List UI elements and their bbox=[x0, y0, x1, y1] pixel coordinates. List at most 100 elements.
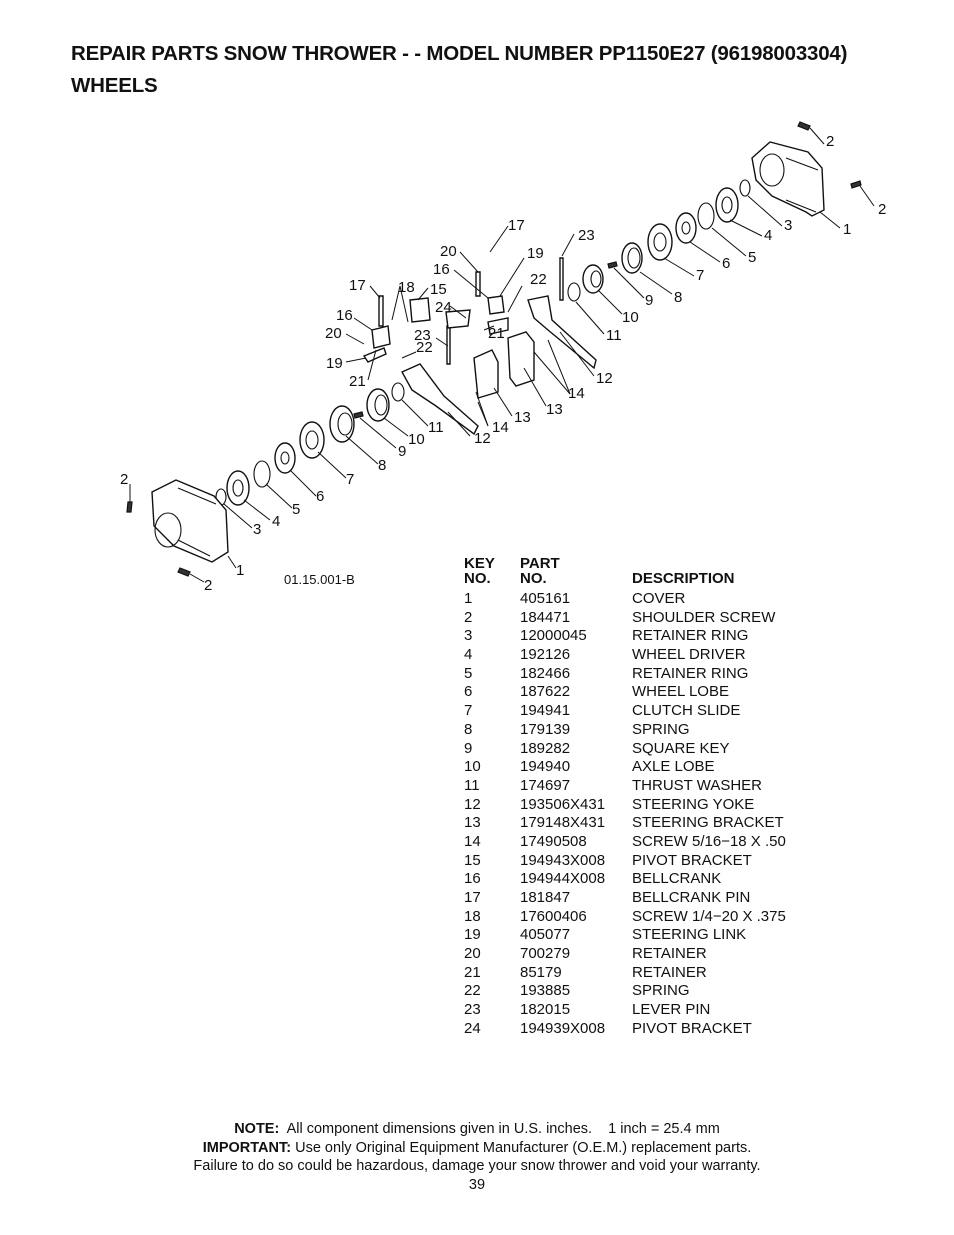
callout-labels: 2 2 1 3 4 5 6 7 8 9 10 11 12 14 13 23 22… bbox=[120, 133, 886, 594]
callout-13: 13 bbox=[546, 401, 563, 418]
callout-6: 6 bbox=[722, 255, 730, 272]
callout-17: 17 bbox=[508, 217, 525, 234]
callout-2: 2 bbox=[204, 577, 212, 594]
part-number-cell: 179139 bbox=[520, 720, 571, 738]
key-cell: 2 bbox=[464, 608, 473, 626]
part-number-cell: 187622 bbox=[520, 683, 571, 701]
key-cell: 4 bbox=[464, 646, 473, 664]
callout-5: 5 bbox=[292, 501, 300, 518]
part-number-cell: 194940 bbox=[520, 758, 571, 776]
callout-16: 16 bbox=[433, 261, 450, 278]
callout-21: 21 bbox=[488, 325, 505, 342]
part-number-cell: 700279 bbox=[520, 945, 571, 963]
center-lever-pin bbox=[446, 325, 451, 365]
description-cell: PIVOT BRACKET bbox=[632, 1019, 752, 1037]
center-steering-yoke bbox=[401, 363, 479, 436]
description-cell: RETAINER RING bbox=[632, 627, 749, 645]
title-line-1: REPAIR PARTS SNOW THROWER - - MODEL NUMB… bbox=[71, 42, 848, 65]
description-cell: SPRING bbox=[632, 720, 690, 738]
left-square-key bbox=[353, 411, 364, 419]
description-cell: BELLCRANK bbox=[632, 870, 722, 888]
footer-notes: NOTE: All component dimensions given in … bbox=[0, 1120, 954, 1194]
part-number-cell: 85179 bbox=[520, 963, 562, 981]
description-cell: LEVER PIN bbox=[632, 1001, 711, 1019]
callout-4: 4 bbox=[272, 513, 280, 530]
callout-13: 13 bbox=[514, 409, 531, 426]
callout-12: 12 bbox=[474, 430, 491, 447]
part-number-cell: 405161 bbox=[520, 590, 571, 607]
important-text: Use only Original Equipment Manufacturer… bbox=[291, 1139, 752, 1156]
important-line: IMPORTANT: Use only Original Equipment M… bbox=[0, 1139, 954, 1158]
key-header-top: KEY bbox=[464, 555, 495, 572]
callout-20: 20 bbox=[325, 325, 342, 342]
key-cell: 9 bbox=[464, 739, 473, 757]
note-label: NOTE: bbox=[234, 1121, 280, 1137]
callout-19: 19 bbox=[326, 355, 343, 372]
left-thrust-washer bbox=[391, 382, 405, 402]
right-wheel-driver bbox=[715, 187, 739, 223]
callout-6: 6 bbox=[316, 488, 324, 505]
description-cell: STEERING BRACKET bbox=[632, 814, 784, 832]
right-cover-part bbox=[751, 141, 825, 217]
callout-24: 24 bbox=[435, 299, 452, 316]
callout-12: 12 bbox=[596, 370, 613, 387]
center-steering-bracket bbox=[473, 349, 499, 399]
left-wheel-lobe bbox=[274, 442, 296, 474]
left-retainer-ring-2 bbox=[253, 460, 271, 488]
callout-2: 2 bbox=[826, 133, 834, 150]
callout-21: 21 bbox=[349, 373, 366, 390]
left-axle-lobe bbox=[366, 388, 390, 422]
part-number-cell: 12000045 bbox=[520, 627, 587, 645]
warning-line: Failure to do so could be hazardous, dam… bbox=[193, 1158, 761, 1174]
part-number-cell: 182015 bbox=[520, 1001, 571, 1019]
center-pivot-bracket bbox=[445, 309, 471, 329]
part-number-cell: 17490508 bbox=[520, 832, 587, 850]
part-header-bottom: NO. bbox=[520, 570, 547, 587]
part-number-cell: 194943X008 bbox=[520, 851, 606, 869]
callout-5: 5 bbox=[748, 249, 756, 266]
left-bellcrank-pin bbox=[378, 295, 384, 327]
key-cell: 13 bbox=[464, 814, 481, 832]
description-cell: RETAINER bbox=[632, 963, 707, 981]
description-cell: SQUARE KEY bbox=[632, 739, 730, 757]
part-number-cell: 182466 bbox=[520, 664, 571, 682]
callout-22: 22 bbox=[530, 271, 547, 288]
part-number-cell: 179148X431 bbox=[520, 814, 606, 832]
left-wheel-driver bbox=[226, 470, 250, 506]
key-cell: 6 bbox=[464, 683, 473, 701]
key-cell: 10 bbox=[464, 758, 481, 776]
description-cell: STEERING LINK bbox=[632, 926, 747, 944]
important-label: IMPORTANT: bbox=[202, 1139, 292, 1156]
left-shoulder-screw-top bbox=[126, 501, 133, 513]
note-line: NOTE: All component dimensions given in … bbox=[0, 1120, 954, 1139]
description-cell: SPRING bbox=[632, 982, 690, 1000]
right-square-key bbox=[607, 261, 618, 269]
key-cell: 5 bbox=[464, 664, 473, 682]
key-cell: 17 bbox=[464, 889, 481, 906]
callout-19: 19 bbox=[527, 245, 544, 262]
key-cell: 23 bbox=[464, 1001, 481, 1019]
right-retainer-ring-2 bbox=[697, 202, 715, 230]
description-cell: BELLCRANK PIN bbox=[632, 889, 751, 906]
part-number-cell: 17600406 bbox=[520, 907, 587, 925]
description-cell: SCREW 5/16−18 X .50 bbox=[632, 832, 786, 850]
right-axle-lobe bbox=[582, 264, 604, 294]
description-cell: CLUTCH SLIDE bbox=[632, 702, 741, 720]
callout-9: 9 bbox=[398, 443, 406, 460]
key-cell: 19 bbox=[464, 926, 481, 944]
callout-11: 11 bbox=[428, 419, 444, 436]
key-cell: 7 bbox=[464, 702, 473, 720]
part-number-cell: 174697 bbox=[520, 776, 571, 794]
right-clutch-slide bbox=[647, 223, 673, 261]
description-header: DESCRIPTION bbox=[632, 570, 735, 587]
description-cell: SHOULDER SCREW bbox=[632, 608, 776, 626]
part-number-cell: 405077 bbox=[520, 926, 571, 944]
description-cell: WHEEL LOBE bbox=[632, 683, 729, 701]
page-number: 39 bbox=[468, 1176, 486, 1193]
key-cell: 15 bbox=[464, 851, 481, 869]
callout-16: 16 bbox=[336, 307, 353, 324]
callout-11: 11 bbox=[606, 327, 622, 344]
callout-10: 10 bbox=[408, 431, 425, 448]
left-pivot-bracket bbox=[409, 297, 431, 323]
description-cell: COVER bbox=[632, 590, 686, 607]
